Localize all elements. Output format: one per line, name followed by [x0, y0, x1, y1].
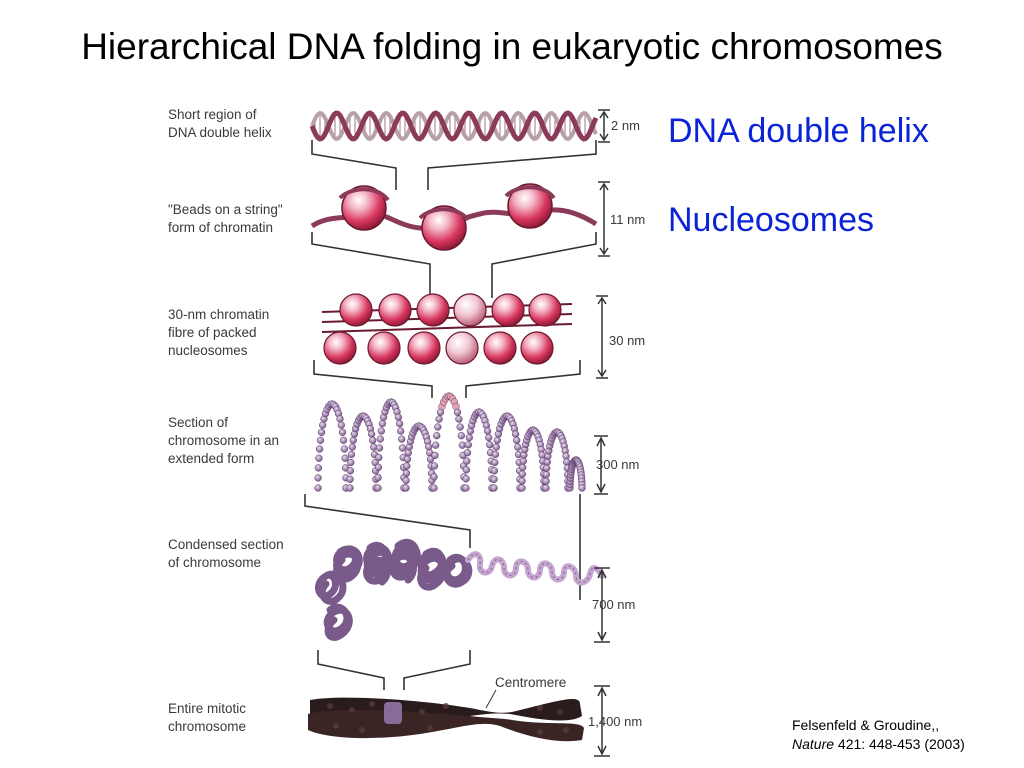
svg-text:of chromosome: of chromosome: [168, 555, 261, 570]
svg-text:extended form: extended form: [168, 451, 254, 466]
zoom-bracket-3: [313, 360, 581, 398]
stage-label-6: Entire mitotic chromosome: [168, 701, 246, 734]
chromatin-fibre-drawing: [321, 293, 573, 365]
nucleosomes-annotation: Nucleosomes: [668, 201, 874, 239]
slide-title: Hierarchical DNA folding in eukaryotic c…: [81, 26, 943, 67]
extended-chromosome-drawing: [314, 392, 586, 492]
condensed-section-drawing: [315, 538, 605, 641]
beads-on-string-drawing: [310, 183, 598, 251]
svg-text:2 nm: 2 nm: [611, 118, 640, 133]
svg-text:30-nm chromatin: 30-nm chromatin: [168, 307, 269, 322]
svg-text:11 nm: 11 nm: [610, 212, 645, 227]
scale-bar-3: 30 nm: [596, 295, 645, 379]
stage-label-2: "Beads on a string" form of chromatin: [168, 202, 283, 235]
svg-text:form of chromatin: form of chromatin: [168, 220, 273, 235]
svg-text:DNA double helix: DNA double helix: [168, 125, 272, 140]
svg-text:fibre of packed: fibre of packed: [168, 325, 257, 340]
scale-bar-1: 2 nm: [598, 109, 640, 143]
scale-bar-2: 11 nm: [598, 181, 645, 257]
svg-text:Short region of: Short region of: [168, 107, 257, 122]
svg-text:30 nm: 30 nm: [609, 333, 645, 348]
scale-bar-5: 700 nm: [592, 567, 635, 643]
zoom-bracket-1: [311, 140, 597, 190]
citation-reference: Nature 421: 448-453 (2003): [792, 735, 965, 754]
stage-label-1: Short region of DNA double helix: [168, 107, 272, 140]
svg-text:Entire mitotic: Entire mitotic: [168, 701, 246, 716]
stage-label-5: Condensed section of chromosome: [168, 537, 284, 570]
svg-text:700 nm: 700 nm: [592, 597, 635, 612]
svg-text:1,400 nm: 1,400 nm: [588, 714, 642, 729]
citation-journal: Nature: [792, 736, 835, 752]
svg-text:chromosome in an: chromosome in an: [168, 433, 279, 448]
zoom-bracket-4: [304, 494, 581, 548]
svg-text:Condensed section: Condensed section: [168, 537, 284, 552]
centromere-label: Centromere: [495, 675, 566, 690]
svg-text:chromosome: chromosome: [168, 719, 246, 734]
svg-text:nucleosomes: nucleosomes: [168, 343, 248, 358]
mitotic-chromosome-drawing: Centromere: [308, 675, 584, 742]
scale-bar-4: 300 nm: [594, 435, 639, 495]
svg-text:Section of: Section of: [168, 415, 228, 430]
stage-label-3: 30-nm chromatin fibre of packed nucleoso…: [168, 307, 269, 358]
svg-text:"Beads on a string": "Beads on a string": [168, 202, 283, 217]
zoom-bracket-5: [317, 650, 471, 690]
svg-text:300 nm: 300 nm: [596, 457, 639, 472]
citation: Felsenfeld & Groudine,, Nature 421: 448-…: [792, 716, 965, 754]
citation-authors: Felsenfeld & Groudine,,: [792, 717, 940, 733]
stage-label-4: Section of chromosome in an extended for…: [168, 415, 279, 466]
scale-bar-6: 1,400 nm: [588, 685, 642, 757]
zoom-bracket-2: [311, 232, 597, 298]
citation-details: 421: 448-453 (2003): [834, 736, 965, 752]
dna-double-helix-annotation: DNA double helix: [668, 112, 929, 150]
double-helix-drawing: [309, 110, 599, 142]
